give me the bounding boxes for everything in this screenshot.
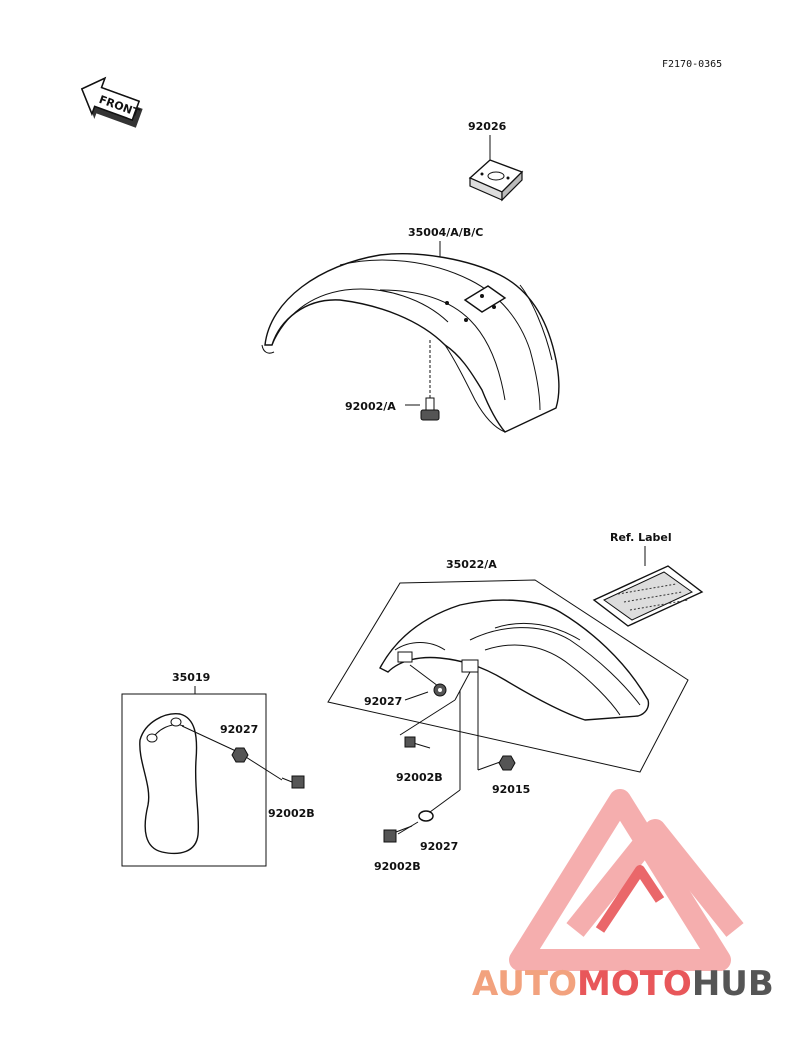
part-35022-rear-fender xyxy=(379,599,650,721)
label-92002b-left: 92002B xyxy=(268,807,315,820)
part-35019-side-cover xyxy=(139,713,200,855)
rear-fender-group-outline xyxy=(327,579,689,773)
part-92002b-mid-bolt xyxy=(404,736,431,749)
side-cover-group-outline xyxy=(121,693,267,867)
label-92015: 92015 xyxy=(492,783,530,796)
watermark-moto: MOTO xyxy=(577,964,692,1004)
watermark-auto: AUTO xyxy=(472,964,577,1004)
part-35004-front-fender xyxy=(261,253,560,433)
front-arrow-icon: FRONT xyxy=(80,76,143,128)
part-92002b-left-bolt xyxy=(281,775,305,789)
label-92027-mid: 92027 xyxy=(364,695,402,708)
label-ref-label: Ref. Label xyxy=(610,531,672,544)
label-92002b-low: 92002B xyxy=(374,860,421,873)
label-92002a: 92002/A xyxy=(345,400,396,413)
label-92027-low: 92027 xyxy=(420,840,458,853)
watermark-hub: HUB xyxy=(692,964,774,1004)
label-92027-left: 92027 xyxy=(220,723,258,736)
label-92026: 92026 xyxy=(468,120,507,133)
label-35022: 35022/A xyxy=(446,558,497,571)
part-92026-mount-plate xyxy=(468,159,524,202)
label-35004: 35004/A/B/C xyxy=(408,226,483,239)
label-92002b-mid: 92002B xyxy=(396,771,443,784)
part-92002a-bolt xyxy=(420,397,440,421)
part-92027-low-washer xyxy=(418,810,434,822)
part-92002b-low-bolt xyxy=(383,825,413,843)
watermark-text: AUTOMOTOHUB xyxy=(472,964,774,1004)
automotohub-watermark-logo xyxy=(509,789,744,971)
label-35019: 35019 xyxy=(172,671,210,684)
part-92015-nut xyxy=(498,755,516,771)
diagram-code: F2170-0365 xyxy=(662,59,722,70)
part-92027-left-washer xyxy=(231,747,249,763)
ref-label-sticker xyxy=(592,565,704,627)
part-92027-mid-washer xyxy=(433,683,447,697)
